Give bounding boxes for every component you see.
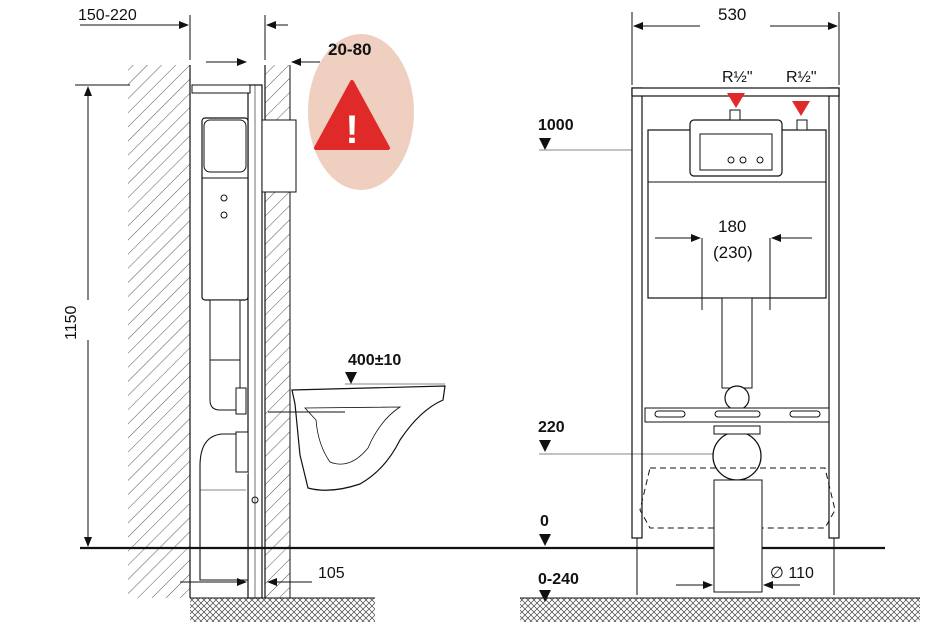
dim-400: 400±10 bbox=[348, 352, 401, 369]
dim-180: 180 bbox=[718, 217, 746, 236]
floor-crosshatch-right bbox=[520, 598, 920, 622]
wall-hatch bbox=[128, 65, 190, 598]
dim-105: 105 bbox=[318, 565, 345, 582]
warning-triangle-icon: ! bbox=[314, 80, 390, 152]
front-view: 530 R½" R½" 1000 180 (230) 220 0 0-240 ∅… bbox=[520, 5, 920, 622]
dim-20-80: 20-80 bbox=[328, 40, 371, 59]
dim-0-240: 0-240 bbox=[538, 571, 579, 588]
bowl-side bbox=[291, 385, 446, 491]
dim-230: (230) bbox=[713, 243, 753, 262]
level-1000: 1000 bbox=[538, 117, 574, 134]
svg-text:!: ! bbox=[345, 108, 358, 152]
inlet-left-marker bbox=[727, 93, 745, 108]
dim-530: 530 bbox=[718, 5, 746, 24]
level-220: 220 bbox=[538, 419, 565, 436]
level-0: 0 bbox=[540, 513, 549, 530]
dim-pipe-diameter: ∅ 110 bbox=[770, 565, 814, 582]
inlet-right-marker bbox=[792, 101, 810, 116]
side-view: 150-220 20-80 ! 1150 400±10 105 bbox=[63, 7, 885, 622]
inlet-left-label: R½" bbox=[722, 69, 753, 86]
dim-1150: 1150 bbox=[63, 305, 80, 340]
inlet-right-label: R½" bbox=[786, 69, 817, 86]
dim-150-220: 150-220 bbox=[78, 7, 137, 24]
floor-crosshatch-left bbox=[190, 598, 375, 622]
